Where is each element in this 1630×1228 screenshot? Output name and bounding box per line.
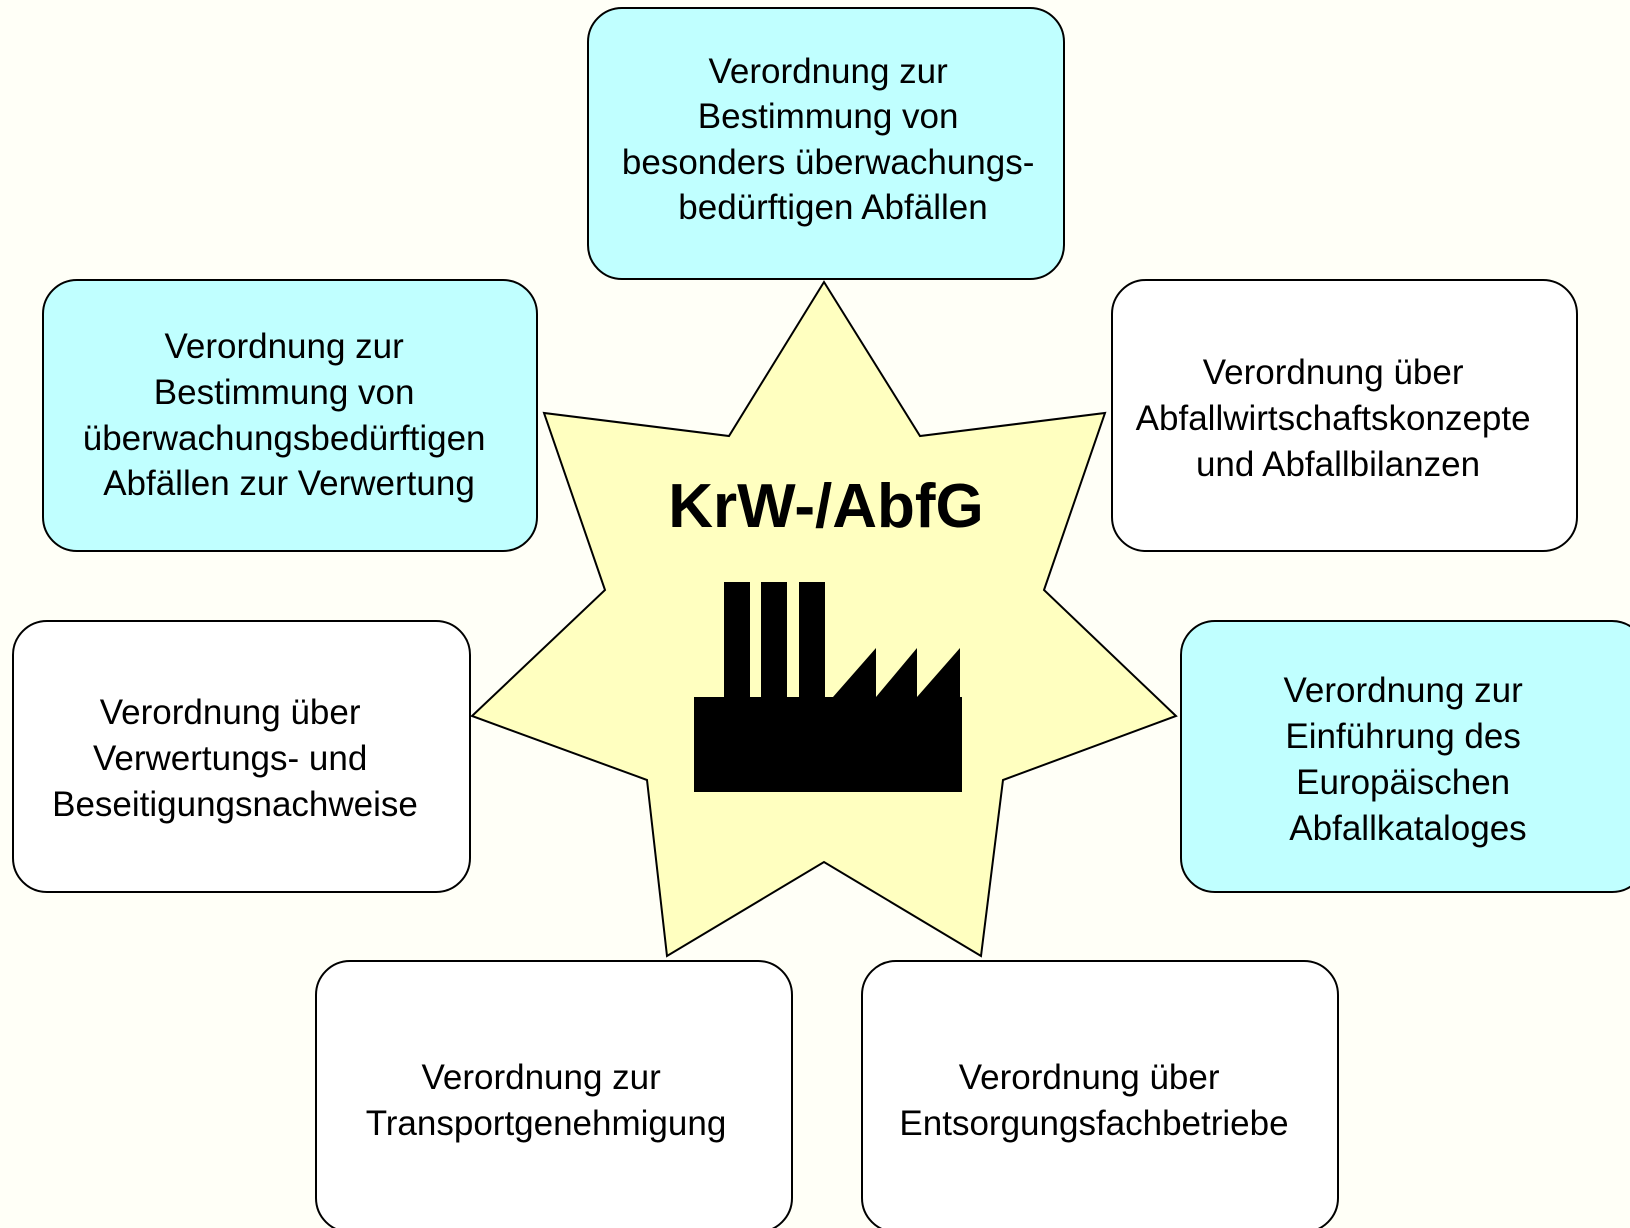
box-line: Verordnung über (100, 693, 361, 732)
box-line: Einführung des (1285, 717, 1520, 756)
box-line: Verordnung zur (708, 52, 948, 91)
box-line: Verordnung zur (164, 327, 404, 366)
box-line: Beseitigungsnachweise (52, 785, 418, 824)
box-europaeischer-abfallkatalog: Verordnung zur Einführung des Europäisch… (1180, 620, 1630, 893)
box-line: Europäischen (1296, 763, 1510, 802)
box-abfallwirtschaftskonzepte: Verordnung über Abfallwirtschaftskonzept… (1111, 279, 1578, 552)
box-transportgenehmigung: Verordnung zur Transportgenehmigung (315, 960, 793, 1228)
box-line: Verordnung über (959, 1058, 1220, 1097)
box-frame (587, 7, 1065, 280)
center-title: KrW-/AbfG (668, 472, 984, 541)
box-line: Entsorgungsfachbetriebe (899, 1104, 1288, 1143)
factory-icon (694, 582, 962, 792)
box-verwertungs-beseitigungsnachweise: Verordnung über Verwertungs- und Beseiti… (12, 620, 471, 893)
box-entsorgungsfachbetriebe: Verordnung über Entsorgungsfachbetriebe (861, 960, 1339, 1228)
box-line: Abfallkataloges (1289, 809, 1526, 848)
box-label: Verordnung zur Einführung des Europäisch… (1283, 671, 1532, 848)
box-frame (315, 960, 793, 1228)
box-line: Abfallwirtschaftskonzepte (1136, 399, 1531, 438)
box-line: Verordnung zur (421, 1058, 661, 1097)
box-line: bedürftigen Abfällen (678, 188, 987, 227)
box-label: Verordnung über Verwertungs- und Beseiti… (52, 693, 418, 824)
box-abfaelle-zur-verwertung: Verordnung zur Bestimmung von überwachun… (42, 279, 538, 552)
box-frame (42, 279, 538, 552)
box-line: Verordnung zur (1283, 671, 1523, 710)
box-line: Bestimmung von (154, 373, 415, 412)
box-line: und Abfallbilanzen (1196, 445, 1480, 484)
box-line: besonders überwachungs- (622, 143, 1034, 182)
box-label: Verordnung zur Bestimmung von überwachun… (83, 327, 496, 503)
box-line: Bestimmung von (698, 97, 959, 136)
box-line: Abfällen zur Verwertung (103, 464, 475, 503)
box-line: Verwertungs- und (93, 739, 367, 778)
box-label: Verordnung zur Bestimmung von besonders … (622, 52, 1044, 227)
box-line: Verordnung über (1203, 353, 1464, 392)
box-frame (12, 620, 471, 893)
box-frame (1180, 620, 1630, 893)
box-frame (1111, 279, 1578, 552)
box-label: Verordnung zur Transportgenehmigung (366, 1058, 727, 1143)
box-label: Verordnung über Abfallwirtschaftskonzept… (1136, 353, 1541, 484)
box-besonders-ueberwachungsbeduerftige-abfaelle: Verordnung zur Bestimmung von besonders … (587, 7, 1065, 280)
box-label: Verordnung über Entsorgungsfachbetriebe (899, 1058, 1288, 1143)
box-frame (861, 960, 1339, 1228)
box-line: überwachungsbedürftigen (83, 419, 486, 458)
box-line: Transportgenehmigung (366, 1104, 727, 1143)
